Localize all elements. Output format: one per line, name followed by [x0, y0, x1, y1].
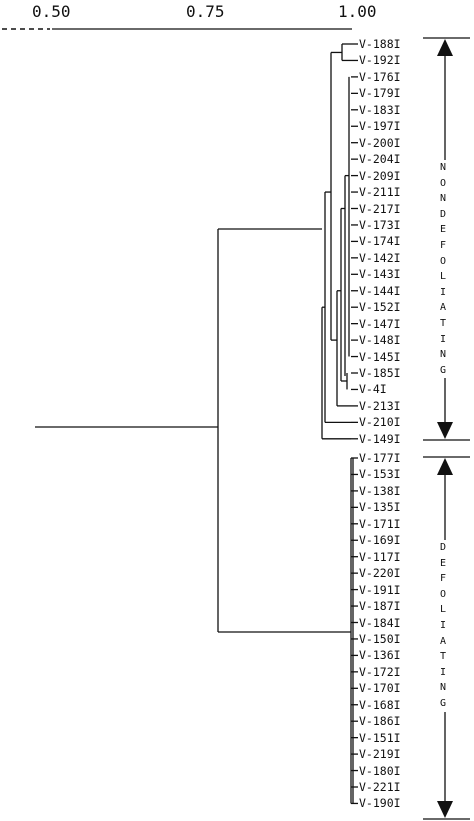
leaf-label: V-197I: [359, 119, 401, 134]
leaf-label: V-187I: [359, 599, 401, 614]
leaf-label: V-138I: [359, 483, 401, 498]
leaf-label: V-117I: [359, 549, 401, 564]
leaf-label: V-171I: [359, 516, 401, 531]
leaf-label: V-192I: [359, 53, 401, 68]
leaf-label: V-183I: [359, 102, 401, 117]
group-label-letter: I: [439, 331, 447, 348]
group-label-letter: I: [439, 617, 447, 634]
leaf-label: V-220I: [359, 566, 401, 581]
group-label-letter: N: [439, 680, 447, 696]
group-label-letter: E: [439, 222, 447, 238]
group-label-letter: O: [439, 586, 447, 603]
scale-tick-label: 0.50: [32, 2, 71, 21]
group-label-letter: L: [439, 269, 447, 285]
leaf-label: V-142I: [359, 250, 401, 265]
leaf-label: V-136I: [359, 648, 401, 663]
leaf-label: V-184I: [359, 615, 401, 630]
down-arrow-icon: [437, 422, 453, 439]
leaf-label: V-153I: [359, 467, 401, 482]
leaf-label: V-174I: [359, 234, 401, 249]
leaf-label: V-144I: [359, 283, 401, 298]
group-label-letter: I: [439, 284, 447, 301]
leaf-label: V-148I: [359, 333, 401, 348]
leaf-label: V-204I: [359, 152, 401, 167]
leaf-label: V-145I: [359, 349, 401, 364]
group-label-letter: D: [439, 206, 447, 223]
leaf-label: V-147I: [359, 316, 401, 331]
leaf-label: V-200I: [359, 135, 401, 150]
leaf-label: V-185I: [359, 366, 401, 380]
group-label-letter: N: [439, 191, 447, 207]
leaf-label: V-217I: [359, 201, 401, 216]
leaf-label: V-213I: [359, 398, 401, 413]
group-label-letter: O: [439, 175, 447, 192]
group-label-letter: O: [439, 253, 447, 270]
up-arrow-icon: [437, 39, 453, 56]
leaf-label: V-150I: [359, 631, 401, 646]
group-label-letter: E: [439, 555, 447, 572]
group-label-letter: L: [439, 602, 447, 618]
leaf-label: V-179I: [359, 86, 401, 101]
group-label-letter: F: [439, 237, 447, 254]
group-label-letter: I: [439, 664, 447, 681]
group-label-letter: T: [439, 315, 447, 332]
scale-tick-label: 1.00: [338, 2, 377, 21]
down-arrow-icon: [437, 801, 453, 818]
group-label-letter: F: [439, 571, 447, 587]
group-label-letter: T: [439, 649, 447, 665]
leaf-label: V-152I: [359, 300, 401, 315]
leaf-label: V-168I: [359, 697, 401, 712]
leaf-label: V-188I: [359, 37, 401, 51]
group-label-letter: A: [439, 633, 447, 650]
leaf-label: V-4I: [359, 382, 387, 397]
leaf-label: V-170I: [359, 681, 401, 696]
leaf-label: V-219I: [359, 747, 401, 762]
leaf-label: V-190I: [359, 796, 401, 811]
group-label-letter: G: [439, 695, 447, 712]
leaf-label: V-221I: [359, 780, 401, 794]
leaf-label: V-169I: [359, 533, 401, 548]
group-label-letter: N: [439, 347, 447, 363]
group-label-letter: A: [439, 300, 447, 316]
up-arrow-icon: [437, 458, 453, 475]
leaf-label: V-172I: [359, 664, 401, 679]
leaf-label: V-135I: [359, 500, 401, 515]
leaf-label: V-143I: [359, 267, 401, 282]
leaf-label: V-176I: [359, 69, 401, 84]
leaf-label: V-209I: [359, 168, 401, 183]
leaf-label: V-210I: [359, 415, 401, 430]
leaf-label: V-211I: [359, 185, 401, 200]
leaf-label: V-149I: [359, 431, 401, 446]
leaf-label: V-177I: [359, 451, 401, 465]
leaf-label: V-173I: [359, 217, 401, 232]
group-label-letter: D: [439, 540, 447, 556]
scale-tick-label: 0.75: [186, 2, 225, 21]
leaf-label: V-180I: [359, 763, 401, 778]
leaf-label: V-151I: [359, 730, 401, 745]
leaf-label: V-191I: [359, 582, 401, 597]
leaf-label: V-186I: [359, 714, 401, 729]
group-label-letter: N: [439, 160, 447, 176]
group-label-letter: G: [439, 362, 447, 379]
